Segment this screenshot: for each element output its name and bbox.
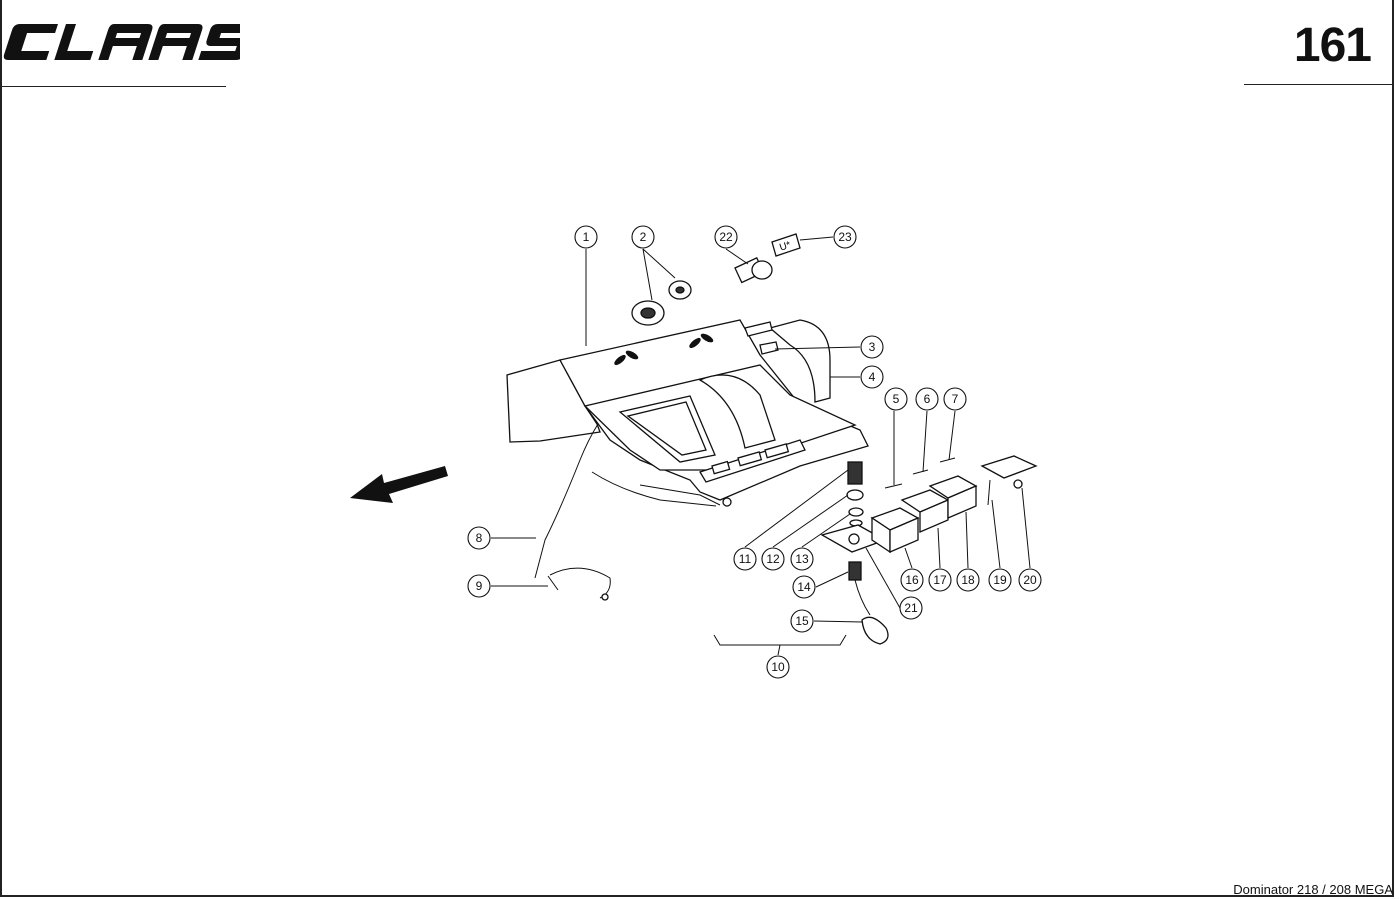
svg-text:3: 3: [869, 340, 876, 354]
callout-14: 14: [792, 575, 816, 599]
callout-15: 15: [790, 609, 814, 633]
callout-2: 2: [631, 225, 655, 249]
svg-text:22: 22: [719, 230, 733, 244]
callout-11: 11: [733, 547, 757, 571]
console-housing: [506, 319, 869, 507]
frame-part: [980, 455, 1038, 479]
callout-21: 21: [899, 596, 923, 620]
callout-16: 16: [900, 568, 924, 592]
svg-text:16: 16: [905, 573, 919, 587]
callout-18: 18: [956, 568, 980, 592]
callout-4: 4: [860, 365, 884, 389]
svg-text:8: 8: [476, 531, 483, 545]
svg-text:14: 14: [797, 580, 811, 594]
svg-text:2: 2: [640, 230, 647, 244]
svg-text:15: 15: [795, 614, 809, 628]
svg-text:10: 10: [771, 660, 785, 674]
model-label: Dominator 218 / 208 MEGA: [1233, 882, 1393, 897]
header-rule-left: [0, 86, 226, 87]
small-plate-part: [759, 341, 779, 355]
clip-part: [744, 321, 773, 337]
decal-part: U*: [771, 233, 801, 257]
svg-text:13: 13: [795, 552, 809, 566]
callout-3: 3: [860, 335, 884, 359]
svg-text:17: 17: [933, 573, 947, 587]
pin-6: [912, 469, 929, 475]
callout-20: 20: [1018, 568, 1042, 592]
group-bracket: [713, 634, 847, 646]
svg-text:6: 6: [924, 392, 931, 406]
svg-text:18: 18: [961, 573, 975, 587]
claas-logo: [3, 24, 240, 60]
callout-19: 19: [988, 568, 1012, 592]
svg-text:20: 20: [1023, 573, 1037, 587]
callout-17: 17: [928, 568, 952, 592]
svg-text:12: 12: [766, 552, 780, 566]
callout-9: 9: [467, 574, 491, 598]
callout-12: 12: [761, 547, 785, 571]
leader-lines: [491, 236, 1031, 656]
cable-harness: [534, 423, 599, 579]
callout-8: 8: [467, 526, 491, 550]
svg-text:19: 19: [993, 573, 1007, 587]
callout-23: 23: [833, 225, 857, 249]
callout-10: 10: [766, 655, 790, 679]
svg-text:21: 21: [904, 601, 918, 615]
svg-text:U*: U*: [778, 240, 792, 254]
screw-part: [987, 479, 991, 506]
svg-text:5: 5: [893, 392, 900, 406]
switch-part: [734, 256, 773, 284]
rocker-switches: [870, 475, 978, 554]
header-rule-right: [1244, 84, 1394, 85]
gland-part: [631, 280, 692, 326]
callout-5: 5: [884, 387, 908, 411]
callout-1: 1: [574, 225, 598, 249]
callout-22: 22: [714, 225, 738, 249]
svg-text:4: 4: [869, 370, 876, 384]
pin-5: [884, 483, 903, 489]
svg-text:7: 7: [952, 392, 959, 406]
direction-arrow: [350, 466, 448, 503]
cable-tie: [547, 567, 611, 599]
svg-text:11: 11: [739, 552, 752, 566]
callout-6: 6: [915, 387, 939, 411]
cover-part: [768, 319, 831, 403]
connector-stack: [820, 461, 889, 645]
callout-13: 13: [790, 547, 814, 571]
callout-7: 7: [943, 387, 967, 411]
svg-text:23: 23: [838, 230, 852, 244]
svg-text:9: 9: [476, 579, 483, 593]
page-number: 161: [1293, 19, 1372, 72]
pin-7: [939, 457, 956, 463]
svg-text:1: 1: [583, 230, 590, 244]
